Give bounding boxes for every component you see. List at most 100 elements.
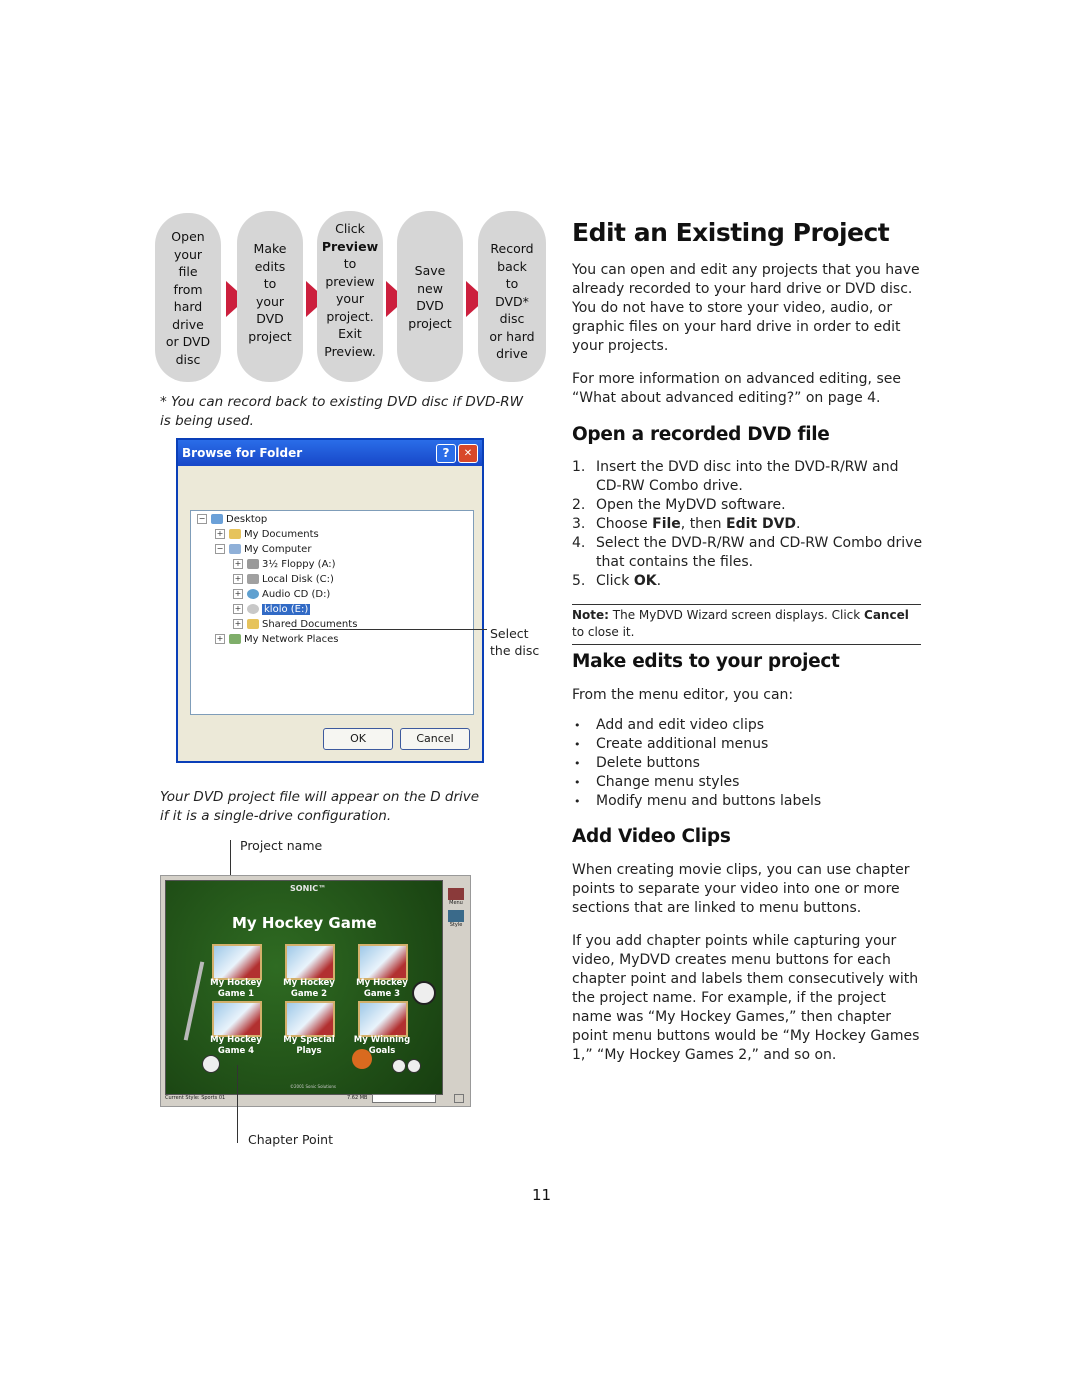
footnote-text: You can record back to existing DVD disc… xyxy=(160,394,523,429)
next-icon[interactable] xyxy=(407,1059,421,1073)
edits-list: Add and edit video clips Create addition… xyxy=(572,716,924,811)
close-button[interactable]: ✕ xyxy=(458,444,478,463)
select-disc-callout: Select the disc xyxy=(490,626,540,658)
page-number: 11 xyxy=(532,1186,552,1204)
sonic-logo: SONIC™ xyxy=(290,884,327,893)
step-bold: OK xyxy=(633,573,657,589)
dialog-title: Browse for Folder xyxy=(182,446,303,460)
note-bold: Cancel xyxy=(864,608,909,622)
status-left: Current Style: Sports 01 xyxy=(165,1095,226,1101)
computer-icon xyxy=(229,544,241,554)
tree-node-audio-cd[interactable]: +Audio CD (D:) xyxy=(233,588,330,602)
flow-step-text: to preview your project. Exit Preview. xyxy=(324,256,376,359)
edits-intro: From the menu editor, you can: xyxy=(572,686,924,705)
expand-icon[interactable]: + xyxy=(215,634,225,644)
chapter-thumb-3[interactable] xyxy=(358,944,408,980)
step-text: . xyxy=(656,573,662,589)
note-label: Note: xyxy=(572,608,609,622)
step-text: Insert the DVD disc into the DVD-R/RW an… xyxy=(596,459,899,494)
step-text: Choose xyxy=(596,516,653,532)
step-number: 3. xyxy=(572,516,586,532)
step-number: 2. xyxy=(572,497,586,513)
expand-icon[interactable]: + xyxy=(233,604,243,614)
step-item: 5.Click OK. xyxy=(572,572,924,591)
page-title: Edit an Existing Project xyxy=(572,218,890,247)
flow-step-text: Open your file from hard drive or DVD di… xyxy=(165,229,211,367)
flow-step-text: Record back to DVD* disc or hard drive xyxy=(489,241,535,361)
disk-icon xyxy=(247,574,259,584)
step-text: , then xyxy=(680,516,726,532)
chapter-thumb-6[interactable] xyxy=(358,1001,408,1037)
collapse-icon[interactable]: − xyxy=(215,544,225,554)
intro-text: You can open and edit any projects that … xyxy=(572,262,920,354)
desktop-icon xyxy=(211,514,223,524)
tree-node-shared-documents[interactable]: + Shared Documents xyxy=(233,618,357,632)
chapter-label: My Special Plays xyxy=(283,1035,335,1056)
tree-node-my-documents[interactable]: + My Documents xyxy=(215,528,319,542)
intro-paragraph: You can open and edit any projects that … xyxy=(572,261,924,356)
chapter-label: My Hockey Game 3 xyxy=(356,978,408,999)
tree-node-label: Shared Documents xyxy=(262,619,358,630)
ok-button[interactable]: OK xyxy=(323,728,393,750)
tree-node-local-disk[interactable]: + Local Disk (C:) xyxy=(233,573,334,587)
expand-icon[interactable]: + xyxy=(233,574,243,584)
menu-tool-label: Menu xyxy=(449,900,463,906)
flow-step-pre: Click xyxy=(335,221,365,236)
prev-icon[interactable] xyxy=(392,1059,406,1073)
tree-node-network-places[interactable]: + My Network Places xyxy=(215,633,338,647)
bullet-item: Modify menu and buttons labels xyxy=(572,792,924,811)
tree-node-label: My Documents xyxy=(244,529,319,540)
tree-node-label: Desktop xyxy=(226,514,268,525)
tree-node-dvd-drive[interactable]: +klolo (E:) xyxy=(233,603,311,617)
bullet-item: Add and edit video clips xyxy=(572,716,924,735)
tree-node-floppy[interactable]: +3½ Floppy (A:) xyxy=(233,558,336,572)
clips-paragraph-2: If you add chapter points while capturin… xyxy=(572,932,924,1065)
soccer-ball-icon xyxy=(412,981,436,1005)
menu-tool-icon[interactable] xyxy=(448,888,464,900)
help-button[interactable]: ? xyxy=(436,444,456,463)
chapter-point-label: Chapter Point xyxy=(248,1132,333,1147)
heading-open-dvd: Open a recorded DVD file xyxy=(572,424,830,445)
flow-step-record: Record back to DVD* disc or hard drive xyxy=(478,211,546,382)
tree-node-my-computer[interactable]: −My Computer xyxy=(215,543,311,557)
chapter-thumb-1[interactable] xyxy=(212,944,262,980)
step-number: 5. xyxy=(572,573,586,589)
tree-node-desktop[interactable]: − Desktop xyxy=(197,513,267,527)
menu-title[interactable]: My Hockey Game xyxy=(232,914,377,932)
expand-icon[interactable]: + xyxy=(233,619,243,629)
status-size: 7.62 MB xyxy=(347,1095,368,1101)
step-item: 4.Select the DVD-R/RW and CD-RW Combo dr… xyxy=(572,534,924,572)
callout-line xyxy=(290,629,487,630)
expand-icon[interactable]: + xyxy=(233,589,243,599)
style-tool-icon[interactable] xyxy=(448,910,464,922)
home-icon[interactable] xyxy=(202,1055,220,1073)
chapter-thumb-5[interactable] xyxy=(285,1001,335,1037)
cancel-button[interactable]: Cancel xyxy=(400,728,470,750)
footnote-star: * xyxy=(160,394,167,410)
folder-tree[interactable]: − Desktop + My Documents −My Computer +3½ … xyxy=(190,510,474,715)
step-bold: File xyxy=(652,516,681,532)
capacity-button[interactable] xyxy=(454,1094,464,1103)
floppy-icon xyxy=(247,559,259,569)
bullet-item: Create additional menus xyxy=(572,735,924,754)
more-info-paragraph: For more information on advanced editing… xyxy=(572,370,924,408)
bullet-item: Delete buttons xyxy=(572,754,924,773)
tree-node-label: My Network Places xyxy=(244,634,339,645)
flow-step-bold: Preview xyxy=(321,238,379,254)
tree-node-label: 3½ Floppy (A:) xyxy=(262,559,336,570)
flow-step-open: Open your file from hard drive or DVD di… xyxy=(155,213,221,382)
edits-intro-text: From the menu editor, you can: xyxy=(572,687,794,703)
clips-text: If you add chapter points while capturin… xyxy=(572,933,920,1063)
expand-icon[interactable]: + xyxy=(215,529,225,539)
footnote: * You can record back to existing DVD di… xyxy=(160,393,530,431)
note-text: The MyDVD Wizard screen displays. Click xyxy=(608,608,865,622)
expand-icon[interactable]: − xyxy=(197,514,207,524)
step-item: 1.Insert the DVD disc into the DVD-R/RW … xyxy=(572,458,924,496)
expand-icon[interactable]: + xyxy=(233,559,243,569)
tree-node-label: Local Disk (C:) xyxy=(262,574,334,585)
chapter-thumb-2[interactable] xyxy=(285,944,335,980)
style-sidebar: Menu Style xyxy=(446,884,466,928)
flow-step-preview: Click Preview to preview your project. E… xyxy=(317,211,383,382)
heading-add-clips: Add Video Clips xyxy=(572,826,731,847)
chapter-thumb-4[interactable] xyxy=(212,1001,262,1037)
